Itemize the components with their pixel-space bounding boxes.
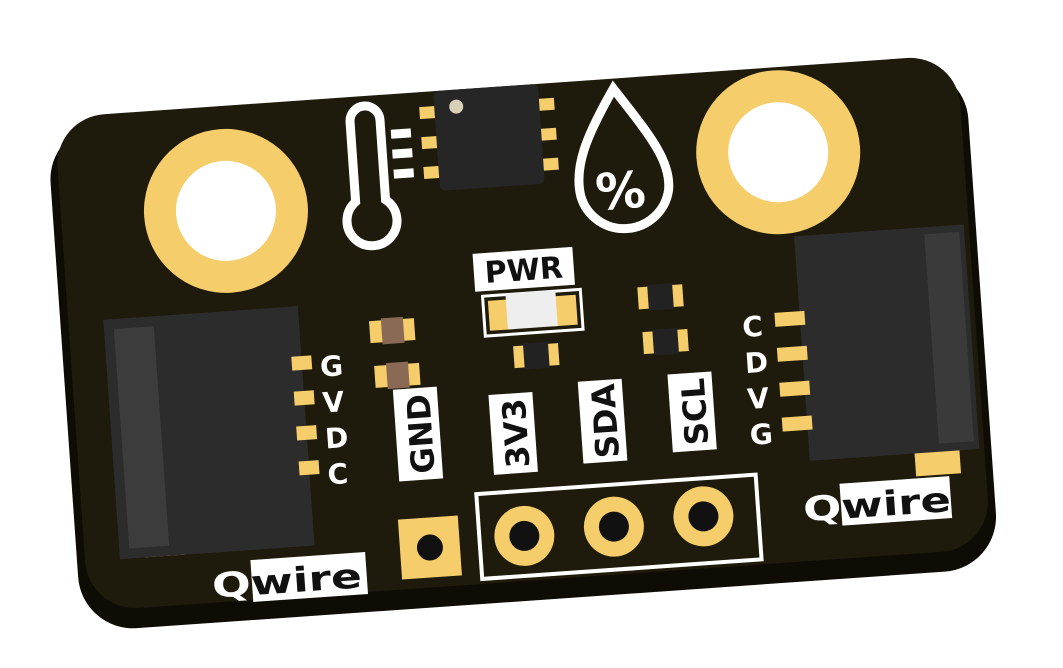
svg-text:G: G <box>319 349 344 384</box>
svg-text:D: D <box>744 346 769 381</box>
header-label-scl: SCL <box>667 371 717 453</box>
sensor-chip <box>419 84 559 191</box>
qwire-connector-left <box>103 306 320 560</box>
header-label-3v3: 3V3 <box>488 391 538 475</box>
header-pad-scl <box>673 486 734 547</box>
right-pin-labels: C D V G <box>741 310 774 452</box>
svg-text:GND: GND <box>399 393 442 475</box>
power-led <box>480 287 585 338</box>
svg-text:SDA: SDA <box>584 382 627 459</box>
pwr-label: PWR <box>484 251 564 291</box>
svg-text:V: V <box>746 382 770 416</box>
mounting-hole-right <box>696 70 861 235</box>
svg-text:C: C <box>741 310 764 344</box>
left-pin-labels: G V D C <box>319 349 350 491</box>
svg-text:SCL: SCL <box>674 377 717 446</box>
mounting-hole-left <box>143 128 308 293</box>
header-pad-sda <box>583 496 644 557</box>
svg-text:3V3: 3V3 <box>495 397 538 469</box>
header-pad-3v3 <box>494 505 555 566</box>
pwr-label-bg <box>472 246 575 292</box>
header-label-sda: SDA <box>577 378 628 464</box>
capacitor <box>513 341 560 370</box>
resistor <box>374 361 421 390</box>
resistor <box>368 316 416 345</box>
capacitor <box>637 282 684 311</box>
svg-text:G: G <box>749 417 774 452</box>
svg-text:C: C <box>326 457 349 491</box>
thermometer-icon <box>342 101 415 251</box>
svg-text:V: V <box>321 385 345 419</box>
svg-text:D: D <box>324 421 349 456</box>
header-outline <box>474 472 764 582</box>
svg-text:%: % <box>594 161 648 222</box>
pad-hole <box>416 534 443 561</box>
capacitor <box>642 327 689 356</box>
header-label-gnd: GND <box>392 386 444 482</box>
qwire-connector-right <box>774 224 980 477</box>
humidity-drop-icon: % <box>574 80 674 234</box>
